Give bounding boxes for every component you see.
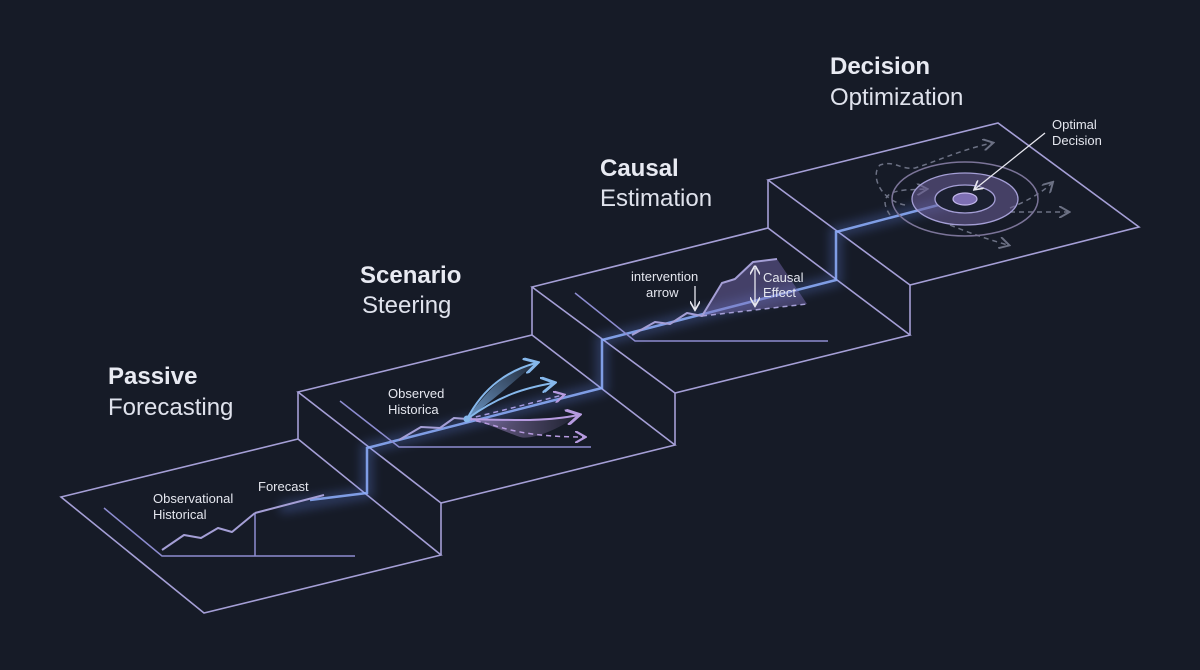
forecast-chart: Observational Historical Forecast: [103, 479, 355, 557]
target-bullseye: [952, 192, 978, 206]
stage-3-platform: [530, 227, 912, 445]
stage-4-title-light: Optimization: [830, 84, 963, 111]
stage-4-top-face: [766, 122, 1141, 286]
observed-line: [398, 417, 468, 441]
scenario-arrow-low-dashed: [466, 418, 584, 437]
stage-3-title-light: Estimation: [600, 185, 712, 212]
label-intervention: intervention: [631, 269, 698, 284]
forecast-line: [254, 494, 325, 514]
scenario-up-band: [467, 363, 536, 419]
label-causal: Causal: [763, 270, 804, 285]
scenario-axes: [339, 400, 591, 448]
stage-3-title-bold: Causal: [600, 155, 679, 182]
label-observed: Observed: [388, 386, 444, 401]
forecast-axes: [103, 507, 355, 557]
decision-target: Optimal Decision: [875, 117, 1102, 245]
progress-glow-path: [278, 192, 967, 514]
scenario-arrow-up: [466, 363, 536, 420]
stage-1-top-face: [59, 438, 443, 614]
label-forecast: Forecast: [258, 479, 309, 494]
scenario-chart: Observed Historica: [339, 363, 591, 448]
stage-1-title-bold: Passive: [108, 363, 197, 390]
label-optimal: Optimal: [1052, 117, 1097, 132]
decision-path-5: [949, 224, 1008, 245]
stage-2-title-bold: Scenario: [360, 262, 461, 289]
label-historica: Historica: [388, 402, 439, 417]
decision-path-1: [875, 143, 992, 206]
label-observational: Observational: [153, 491, 233, 506]
stage-1-title-light: Forecasting: [108, 394, 233, 421]
target-outer-ring: [891, 161, 1039, 237]
causal-chart: intervention arrow Causal Effect: [574, 258, 828, 342]
stage-4-title-bold: Decision: [830, 53, 930, 80]
stage-2-title-light: Steering: [362, 292, 451, 319]
causal-axes: [574, 292, 828, 342]
historical-line: [161, 512, 256, 551]
optimal-decision-arrow: [975, 132, 1046, 189]
stage-1-platform: [59, 438, 443, 614]
label-historical: Historical: [153, 507, 207, 522]
scenario-arrow-mid: [466, 383, 553, 420]
scenario-branch-point: [463, 415, 471, 423]
stage-4-platform: [766, 122, 1141, 335]
decision-path-2: [884, 189, 926, 216]
label-arrow: arrow: [646, 285, 679, 300]
stage-titles: Passive Forecasting Scenario Steering Ca…: [108, 53, 963, 421]
scenario-arrow-dashed: [466, 395, 563, 420]
label-decision: Decision: [1052, 133, 1102, 148]
stage-2-platform: [296, 334, 677, 555]
decision-path-3: [1009, 183, 1052, 209]
label-effect: Effect: [763, 285, 796, 300]
scenario-arrow-down: [466, 415, 578, 420]
